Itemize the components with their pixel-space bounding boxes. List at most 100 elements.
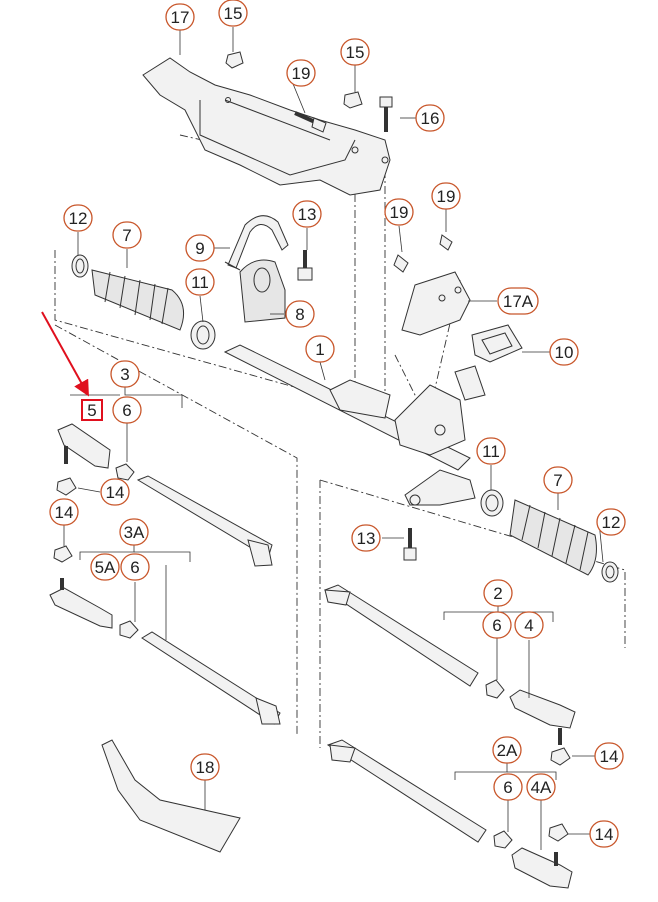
tie-rod-end-part-5 (57, 423, 111, 469)
callout-c14a: 14 (100, 478, 130, 506)
boot-part-7-left (91, 269, 185, 331)
grease-tube-part-18 (101, 739, 241, 853)
callout-ring (482, 611, 512, 639)
callout-c11b: 11 (476, 437, 506, 465)
callout-c12a: 12 (63, 204, 93, 232)
callout-text: 6 (492, 616, 501, 635)
bolt-part-19 (294, 111, 453, 273)
callout-ring (185, 268, 215, 296)
callout-text: 1 (315, 340, 324, 359)
nut-part-15 (225, 51, 363, 109)
callout-c6c: 6 (482, 611, 512, 639)
callout-ring (305, 335, 335, 363)
callout-text: 5A (95, 558, 116, 577)
callout-ring (49, 498, 79, 526)
callout-c13b: 13 (351, 524, 381, 552)
callout-text: 11 (191, 273, 209, 292)
callout-text: 13 (298, 205, 317, 224)
callout-text: 9 (195, 239, 204, 258)
callout-ring (497, 287, 539, 315)
bushing-part-8 (239, 259, 286, 323)
callout-c13a: 13 (292, 200, 322, 228)
callout-text: 6 (130, 558, 139, 577)
callout-text: 14 (106, 483, 125, 502)
callout-ring (110, 360, 140, 388)
tie-rod-end-part-4 (509, 689, 576, 745)
highlight-box (81, 399, 103, 421)
callout-c9: 9 (185, 234, 215, 262)
callout-text: 6 (122, 401, 131, 420)
callout-ring (431, 182, 461, 210)
callout-text: 7 (553, 471, 562, 490)
callout-text: 14 (600, 747, 619, 766)
callout-text: 17A (503, 292, 534, 311)
inner-tie-rod-part-2A (326, 739, 487, 843)
callout-ring (415, 104, 445, 132)
callout-ring (100, 478, 130, 506)
callout-c11a: 11 (185, 268, 215, 296)
clamp-part-11-left (190, 320, 216, 350)
callout-c2: 2 (483, 579, 513, 607)
callout-text: 10 (555, 343, 574, 362)
callout-text: 17 (171, 8, 190, 27)
callout-ring (594, 742, 624, 770)
callout-ring (589, 820, 619, 848)
callout-ring (526, 773, 556, 801)
bolt-part-13-upper (297, 250, 313, 281)
callout-text: 3A (124, 523, 145, 542)
callout-c5a: 5A (90, 553, 120, 581)
inner-tie-rod-part-3A (141, 631, 281, 725)
callout-text: 5 (87, 401, 96, 420)
callout-ring (63, 204, 93, 232)
callout-ring (596, 508, 626, 536)
callout-c2a: 2A (492, 736, 522, 764)
callout-c17: 17 (165, 3, 195, 31)
callout-c16: 16 (415, 104, 445, 132)
nut-part-14-left (53, 477, 77, 563)
bolt-part-16 (379, 96, 393, 132)
callout-text: 3 (120, 365, 129, 384)
inner-tie-rod-part-3 (136, 475, 273, 567)
nut-part-6-upper-right (485, 679, 505, 699)
callout-c15a: 15 (218, 0, 248, 27)
nut-part-6-lower-left (119, 620, 139, 639)
callout-ring (292, 200, 322, 228)
callout-text: 19 (437, 187, 456, 206)
callout-ring (285, 300, 315, 328)
callout-ring (218, 0, 248, 27)
callout-c10: 10 (549, 338, 579, 366)
callout-ring (476, 437, 506, 465)
callout-ring (543, 466, 573, 494)
callout-c14c: 14 (594, 742, 624, 770)
callout-text: 12 (69, 209, 88, 228)
callout-c19b: 19 (384, 198, 414, 226)
callout-ring (549, 338, 579, 366)
leader-lines (63, 27, 604, 850)
callout-ring (165, 3, 195, 31)
callout-ring (190, 753, 220, 781)
callout-c4: 4 (514, 611, 544, 639)
callout-ring (492, 736, 522, 764)
callout-text: 15 (346, 43, 365, 62)
callout-ring (286, 59, 316, 87)
callout-text: 6 (503, 778, 512, 797)
bracket-part-17A (401, 271, 471, 336)
callout-text: 12 (602, 513, 621, 532)
callout-text: 2A (497, 741, 518, 760)
callout-c19c: 19 (431, 182, 461, 210)
callout-c3a: 3A (119, 518, 149, 546)
callout-ring (120, 553, 150, 581)
nut-part-14-right (548, 747, 571, 842)
callout-ring (483, 579, 513, 607)
callout-text: 4 (524, 616, 533, 635)
callout-text: 7 (122, 226, 131, 245)
callout-c8: 8 (285, 300, 315, 328)
callout-c19a: 19 (286, 59, 316, 87)
callout-text: 11 (482, 442, 500, 461)
steering-rack-part-1 (223, 344, 486, 506)
callout-c12b: 12 (596, 508, 626, 536)
callout-ring (119, 518, 149, 546)
callout-ring (493, 773, 523, 801)
bolt-part-13-lower (403, 528, 417, 561)
callout-ring (185, 234, 215, 262)
